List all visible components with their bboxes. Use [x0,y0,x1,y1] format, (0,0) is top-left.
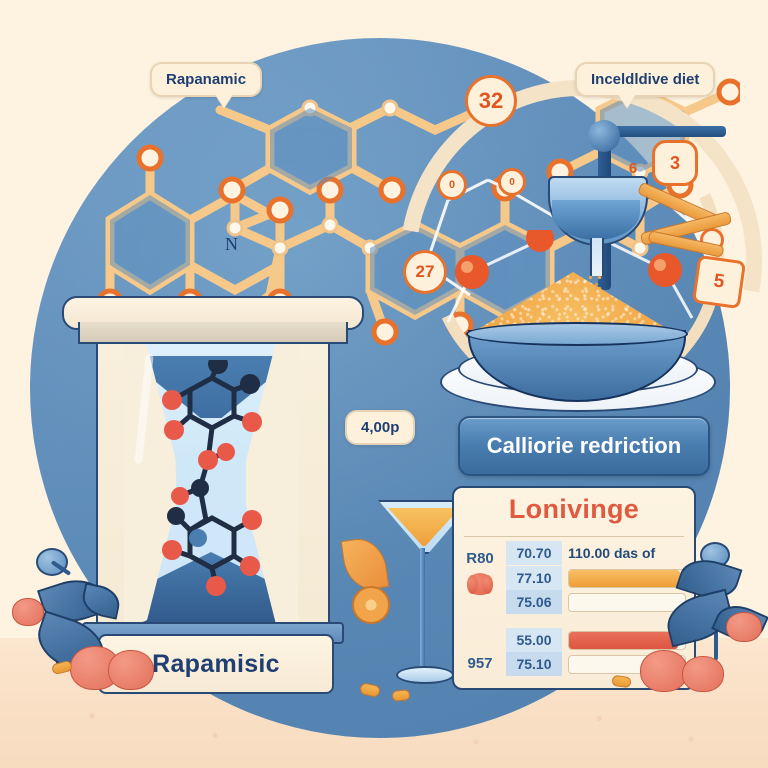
gauge-node-0-lower[interactable]: 0 [498,168,526,196]
lab-stand-joint [588,120,620,152]
chart-divider [464,536,684,537]
svg-text:N: N [225,234,238,254]
callout-rapamycin-text: Rapanamic [166,71,247,88]
calorie-reduction-label: Calliorie redriction [486,433,682,458]
lab-stand-arm [600,126,726,137]
chart-bar-track [568,592,686,612]
efficacy-gauge: 32 0 27 0 3 6 5 [328,8,768,514]
funnel-stem [590,238,604,276]
callout-rapamycin[interactable]: Rapanamic [150,62,263,108]
brain-left-c [12,598,44,626]
citrus-slice [352,586,390,624]
chart-bar-label: 75.10 [506,652,562,676]
chart-y-axis: R80 957 [454,544,506,688]
hourglass-top-slab-shadow [78,322,348,344]
gauge-node-6[interactable]: 6 [628,159,638,177]
chart-bar-fill [569,569,681,587]
callout-diet[interactable]: Inceldldive diet [575,62,716,108]
chart-bar-label: 75.06 [506,590,562,614]
gauge-node-27[interactable]: 27 [403,250,447,294]
chart-bar-track [568,568,686,588]
chart-bar-row[interactable]: 75.06 [506,590,694,614]
chart-bar-row[interactable]: 55.00 [506,628,694,652]
chart-column-header: 110.00 das of [568,545,656,561]
callout-dose[interactable]: 4,00p [345,410,416,445]
hourglass-glass [124,344,298,622]
gauge-node-0-upper[interactable]: 0 [437,170,467,200]
chart-header-row: 70.70 110.00 das of [506,540,694,566]
axis-label-top: R80 [466,550,494,567]
callout-dose-text: 4,00p [361,419,400,436]
brain-right-c [726,612,762,642]
chart-bar-row[interactable]: 77.10 [506,566,694,590]
chart-bar-fill [569,631,679,649]
calorie-reduction-button[interactable]: Calliorie redriction [458,416,710,476]
food-molecule-overlay [446,230,694,323]
brain-right-a [640,650,688,692]
dna-molecule-model [162,360,262,596]
chart-bar-label: 55.00 [506,628,562,652]
axis-label-bottom: 957 [467,655,493,672]
food-bowl-rim [466,322,688,346]
kidney-icon [467,573,493,595]
chart-title: Lonivinge [508,494,640,524]
cocktail-glass-stem [420,548,425,670]
chart-bar-label: 77.10 [506,566,562,590]
callout-tail [214,94,233,108]
cocktail-glass-foot [396,666,454,684]
callout-tail [617,94,636,108]
gauge-node-3[interactable]: 3 [652,140,698,186]
gauge-node-32[interactable]: 32 [465,75,517,127]
brain-right-b [682,656,724,692]
brain-left-b [108,650,154,690]
chart-header-value: 70.70 [506,541,562,565]
callout-diet-text: Inceldldive diet [591,71,700,88]
